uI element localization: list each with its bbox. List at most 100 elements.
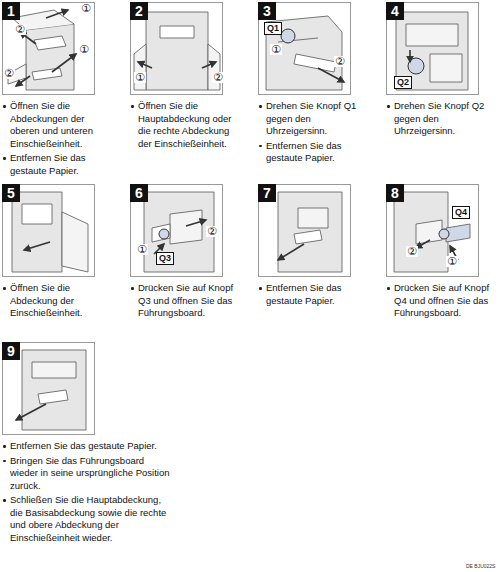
callout-number: ① xyxy=(78,44,90,55)
callout-number: ① xyxy=(270,44,282,55)
step-number: 7 xyxy=(258,184,276,202)
machine-part xyxy=(160,26,194,38)
instruction-text: Entfernen Sie das gestaute Papier. xyxy=(258,282,368,307)
step-panel: 5Öffnen Sie die Abdeckung der Einschieße… xyxy=(2,184,112,322)
step-illustration xyxy=(3,343,95,435)
machine-part xyxy=(62,212,88,272)
instruction-text: Schließen Sie die Hauptabdeckung, die Ba… xyxy=(2,494,174,544)
machine-part xyxy=(22,204,52,224)
instruction-text: Drehen Sie Knopf Q1 gegen den Uhrzeigers… xyxy=(258,100,368,138)
knob xyxy=(281,29,295,43)
instruction-text: Entfernen Sie das gestaute Papier. xyxy=(2,152,112,177)
motion-arrow xyxy=(186,220,206,226)
bullet-dot xyxy=(131,105,134,108)
step-number: 2 xyxy=(130,2,148,20)
motion-arrow xyxy=(409,50,411,62)
callout-number: ② xyxy=(206,226,218,237)
step-panel: 8Drücken Sie auf Knopf Q4 und öffnen Sie… xyxy=(386,184,496,322)
callout-number: Q1 xyxy=(264,22,282,35)
panel-frame xyxy=(3,343,95,435)
machine-part xyxy=(394,192,448,272)
callout-number: ① xyxy=(136,244,148,255)
machine-part xyxy=(446,224,470,242)
motion-arrow xyxy=(416,240,430,248)
machine-part xyxy=(278,192,342,272)
step-number: 3 xyxy=(258,2,276,20)
step-illustration xyxy=(131,185,223,277)
machine-part xyxy=(294,230,322,244)
instruction-text: Öffnen Sie die Hauptabdeckung oder die r… xyxy=(130,100,240,150)
instruction-text: Entfernen Sie das gestaute Papier. xyxy=(2,440,174,453)
machine-part xyxy=(208,44,220,90)
bullet-dot xyxy=(3,157,6,160)
bullet-dot xyxy=(259,145,262,148)
machine-part xyxy=(430,54,462,82)
motion-arrow xyxy=(52,54,76,72)
callout-number: ② xyxy=(212,72,224,83)
step-illustration xyxy=(131,3,223,95)
machine-part xyxy=(134,44,146,90)
machine-part xyxy=(146,12,208,90)
machine-part xyxy=(294,54,336,72)
machine-part xyxy=(32,362,76,378)
callout-number: ② xyxy=(14,24,26,35)
callout-number: ② xyxy=(334,56,346,67)
panel-frame xyxy=(259,3,351,95)
motion-arrow xyxy=(318,68,344,82)
machine-part xyxy=(144,192,214,272)
knob xyxy=(439,229,449,239)
bullet-dot xyxy=(3,445,6,448)
callout-number: ① xyxy=(446,256,458,267)
step-number: 6 xyxy=(130,184,148,202)
instruction-text: Öffnen Sie die Abdeckungen der oberen un… xyxy=(2,100,112,150)
panel-space: 2 xyxy=(130,2,222,100)
callout-number: ① xyxy=(80,3,92,14)
bullet-dot xyxy=(131,287,134,290)
callout-number: Q2 xyxy=(394,76,412,89)
instruction-text: Öffnen Sie die Abdeckung der Einschießei… xyxy=(2,282,112,320)
image-code: DE BJU022S xyxy=(466,564,495,569)
machine-part xyxy=(22,350,86,430)
step-illustration xyxy=(387,185,479,277)
bullet-dot xyxy=(3,499,6,502)
step-illustration xyxy=(387,3,479,95)
machine-part xyxy=(12,192,62,272)
panel-frame xyxy=(387,3,479,95)
instruction-text: Entfernen Sie das gestaute Papier. xyxy=(258,140,368,165)
instruction-text: Drehen Sie Knopf Q2 gegen den Uhrzeigers… xyxy=(386,100,496,138)
machine-part xyxy=(38,390,68,404)
panel-frame xyxy=(3,185,95,277)
panel-frame xyxy=(131,185,223,277)
panel-frame xyxy=(387,185,479,277)
step-panel: 9Entfernen Sie das gestaute Papier. Bring… xyxy=(2,342,174,546)
panel-frame xyxy=(3,3,95,95)
panel-space: 7 xyxy=(258,184,350,282)
panel-space: 9 xyxy=(2,342,94,440)
motion-arrow xyxy=(202,62,216,68)
step-number: 9 xyxy=(2,342,20,360)
machine-part xyxy=(406,24,458,46)
panel-space: 5 xyxy=(2,184,94,282)
callout-number: Q4 xyxy=(452,206,470,219)
step-number: 5 xyxy=(2,184,20,202)
callout-number: Q3 xyxy=(156,252,174,265)
instruction-text: Drücken Sie auf Knopf Q4 und öffnen Sie … xyxy=(386,282,496,320)
instruction-text: Bringen Sie das Führungsboard wieder in … xyxy=(2,455,174,493)
step-panel: 4Drehen Sie Knopf Q2 gegen den Uhrzeiger… xyxy=(386,2,496,140)
motion-arrow xyxy=(46,10,68,18)
motion-arrow xyxy=(16,76,30,86)
callout-number: ② xyxy=(406,246,418,257)
callout-number: ② xyxy=(3,68,15,79)
motion-arrow xyxy=(138,62,152,68)
step-illustration xyxy=(3,3,95,95)
panel-space: 8 xyxy=(386,184,478,282)
machine-part xyxy=(34,36,66,50)
machine-part xyxy=(32,68,62,80)
machine-part xyxy=(152,224,170,242)
bullet-dot xyxy=(3,287,6,290)
step-number: 4 xyxy=(386,2,404,20)
step-illustration xyxy=(259,3,351,95)
motion-arrow xyxy=(24,242,50,250)
motion-arrow xyxy=(278,244,304,260)
instruction-text: Drücken Sie auf Knopf Q3 und öffnen Sie … xyxy=(130,282,240,320)
